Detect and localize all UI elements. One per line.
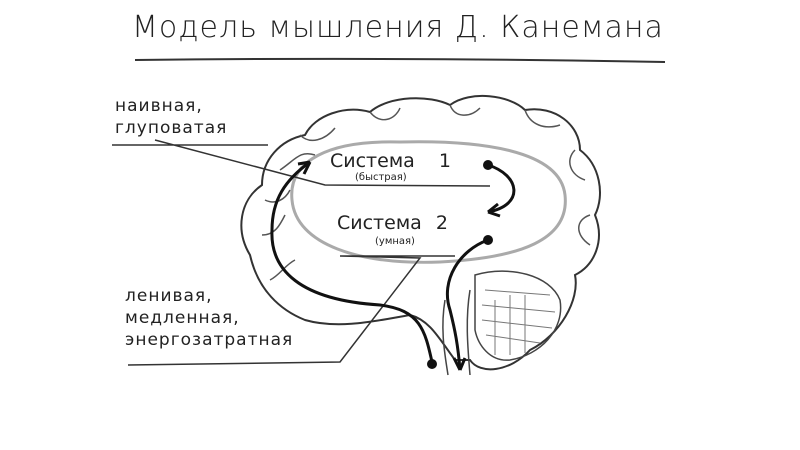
page-title: Модель мышления Д. Канемана [132, 10, 664, 45]
arrow-system1-to-2 [487, 163, 516, 214]
title-underline [134, 57, 666, 63]
arrow-to-system1 [270, 160, 434, 363]
system2-name: Система [337, 212, 422, 234]
naive-label: наивная, глуповатая [115, 95, 227, 139]
cerebellum [474, 270, 562, 361]
lazy-label-line: энергозатратная [125, 330, 294, 350]
naive-label-line: наивная, [115, 96, 203, 116]
lazy-pointer-line [127, 255, 455, 366]
brain-gyri [261, 104, 591, 281]
system1-subtitle: (быстрая) [355, 172, 407, 183]
system2-subtitle: (умная) [375, 236, 415, 247]
system1-title: Система 1 [330, 150, 451, 172]
system1-name: Система [330, 150, 415, 172]
lazy-label: ленивая, медленная, энергозатратная [125, 285, 293, 351]
system2-title: Система 2 [337, 212, 448, 234]
brain-stem [442, 289, 471, 376]
system1-number: 1 [438, 150, 451, 172]
lazy-label-line: медленная, [125, 308, 240, 328]
cortex-oval [290, 140, 567, 264]
naive-label-line: глуповатая [115, 118, 228, 138]
system2-number: 2 [435, 212, 448, 234]
arrow-system2-down [445, 238, 489, 371]
naive-pointer-line [112, 139, 491, 187]
lazy-label-line: ленивая, [125, 286, 213, 306]
